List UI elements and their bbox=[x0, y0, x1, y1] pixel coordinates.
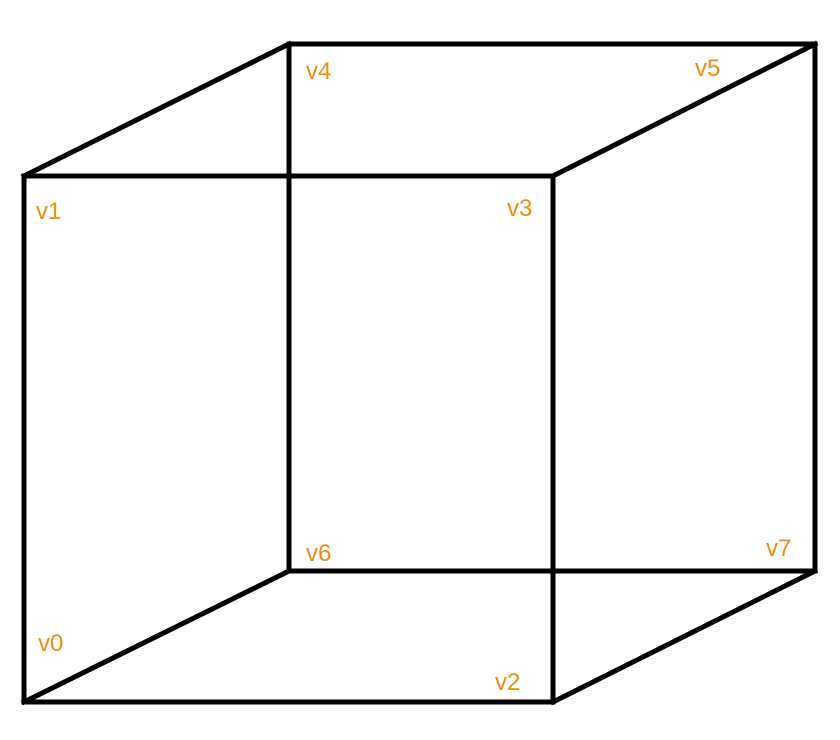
vertex-label-v1: v1 bbox=[36, 198, 61, 225]
edge-v0-v6 bbox=[20, 567, 293, 706]
edge-v2-v7 bbox=[549, 567, 819, 706]
vertex-label-v3: v3 bbox=[507, 195, 532, 222]
vertex-label-v2: v2 bbox=[495, 669, 520, 696]
vertex-label-v5: v5 bbox=[695, 55, 720, 82]
cube-edges bbox=[20, 40, 819, 706]
vertex-label-v4: v4 bbox=[306, 58, 331, 85]
edge-v3-v5 bbox=[549, 40, 819, 180]
edge-v1-v4 bbox=[20, 40, 293, 180]
vertex-label-v6: v6 bbox=[306, 540, 331, 567]
vertex-label-v7: v7 bbox=[766, 535, 791, 562]
vertex-labels: v4 v5 v1 v3 v6 v7 v0 v2 bbox=[36, 55, 791, 696]
vertex-label-v0: v0 bbox=[38, 630, 63, 657]
